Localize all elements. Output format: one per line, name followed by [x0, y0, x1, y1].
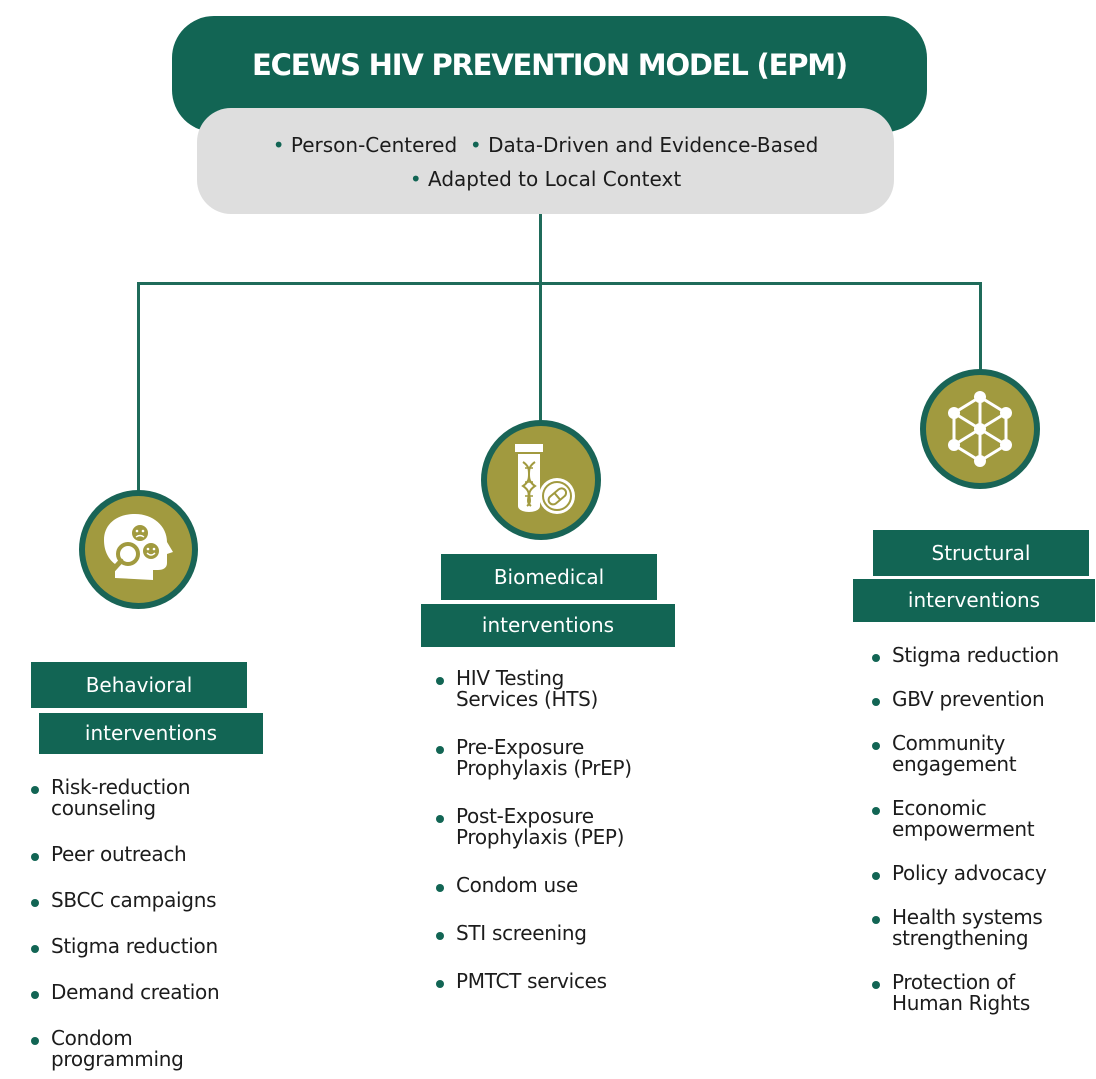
behavioral-label-line2: interventions — [84, 721, 218, 745]
connector-horizontal — [137, 282, 982, 285]
principles-box: • Person-Centered • Data-Driven and Evid… — [197, 108, 894, 214]
list-item: Condom use — [436, 875, 696, 896]
list-item: Policy advocacy — [872, 863, 1094, 884]
connector-behavioral — [137, 282, 140, 492]
structural-list: Stigma reduction GBV prevention Communit… — [872, 645, 1094, 1014]
list-item: Post-Exposure Prophylaxis (PEP) — [436, 806, 646, 848]
list-item: Community engagement — [872, 733, 1062, 775]
list-item: Economic empowerment — [872, 798, 1082, 840]
behavioral-label-line1: Behavioral — [85, 673, 193, 697]
structural-label-line1: Structural — [931, 541, 1031, 565]
structural-label-line2: interventions — [907, 588, 1041, 612]
biomedical-label-line1: Biomedical — [493, 565, 605, 589]
list-item: SBCC campaigns — [31, 890, 271, 911]
list-item: HIV Testing Services (HTS) — [436, 668, 636, 710]
behavioral-label-bottom: interventions — [39, 713, 263, 754]
list-item: Stigma reduction — [31, 936, 271, 957]
principle-data-driven: Data-Driven and Evidence-Based — [488, 133, 819, 157]
connector-biomedical — [539, 282, 542, 422]
list-item: Risk-reduction counseling — [31, 777, 221, 819]
bullet-icon: • — [272, 133, 285, 157]
list-item: Health systems strengthening — [872, 907, 1072, 949]
structural-label-bottom: interventions — [853, 579, 1095, 622]
biomedical-label-bottom: interventions — [421, 604, 675, 647]
principle-local-context: Adapted to Local Context — [428, 167, 682, 191]
model-title: ECEWS HIV PREVENTION MODEL (EPM) — [252, 48, 848, 82]
connector-structural — [979, 282, 982, 372]
list-item: Condom programming — [31, 1028, 184, 1070]
biomedical-label-top: Biomedical — [441, 554, 657, 600]
bullet-icon: • — [409, 167, 422, 191]
principles-line-1: • Person-Centered • Data-Driven and Evid… — [197, 128, 894, 162]
list-item: Protection of Human Rights — [872, 972, 1062, 1014]
biomedical-label-line2: interventions — [481, 613, 615, 637]
network-nodes-icon — [920, 369, 1040, 489]
connector-trunk — [539, 212, 542, 284]
list-item: Stigma reduction — [872, 645, 1094, 666]
list-item: Pre-Exposure Prophylaxis (PrEP) — [436, 737, 641, 779]
list-item: Demand creation — [31, 982, 271, 1003]
list-item: STI screening — [436, 923, 696, 944]
bullet-icon: • — [469, 133, 482, 157]
biomedical-list: HIV Testing Services (HTS) Pre-Exposure … — [436, 668, 696, 992]
principle-person-centered: Person-Centered — [290, 133, 458, 157]
behavioral-label-top: Behavioral — [31, 662, 247, 708]
structural-label-top: Structural — [873, 530, 1089, 576]
behavioral-list: Risk-reduction counseling Peer outreach … — [31, 777, 271, 1070]
list-item: GBV prevention — [872, 689, 1094, 710]
principles-line-2: • Adapted to Local Context — [197, 162, 894, 196]
head-magnifier-icon — [79, 490, 198, 609]
list-item: PMTCT services — [436, 971, 696, 992]
list-item: Peer outreach — [31, 844, 271, 865]
test-tube-dna-pill-icon — [481, 420, 601, 540]
